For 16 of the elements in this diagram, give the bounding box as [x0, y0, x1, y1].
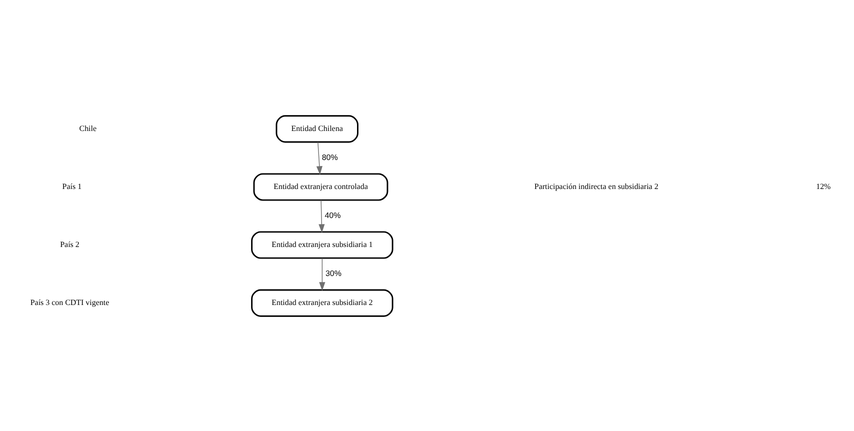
arrow: [318, 199, 325, 232]
edge-label: 30%: [325, 268, 342, 278]
label: País 2: [60, 240, 80, 249]
node-box: Entidad extranjera subsidiaria 1: [251, 230, 394, 258]
label: País 1: [62, 182, 82, 191]
node-box: Entidad Chilena: [276, 114, 358, 142]
arrow: [316, 141, 322, 174]
label: Participación indirecta en subsidiaria 2: [534, 182, 658, 191]
label: 12%: [816, 182, 831, 191]
arrow: [319, 257, 326, 290]
edge-label: 80%: [322, 152, 338, 162]
label: Chile: [79, 123, 97, 132]
edge-label: 40%: [324, 210, 341, 220]
label: País 3 con CDTI vigente: [30, 298, 110, 307]
node-box: Entidad extranjera controlada: [253, 172, 388, 200]
node-box: Entidad extranjera subsidiaria 2: [251, 288, 394, 316]
